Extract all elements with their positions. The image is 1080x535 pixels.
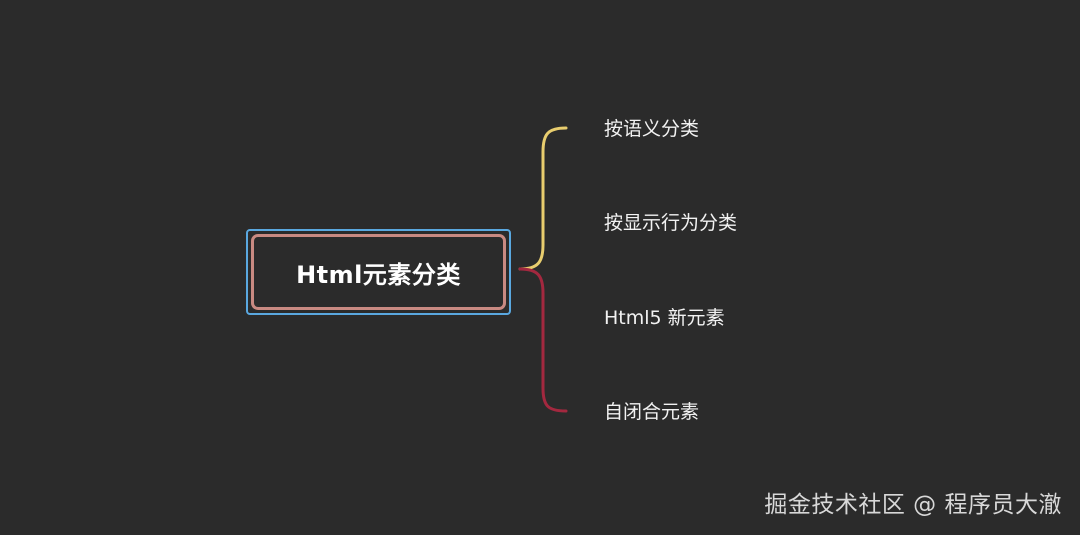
lower-brace-connector [518,267,568,413]
root-node[interactable]: Html元素分类 [251,234,506,310]
branch-node-self-closing[interactable]: 自闭合元素 [604,401,700,423]
upper-brace-connector [518,126,568,271]
branch-node-html5-new[interactable]: Html5 新元素 [604,307,725,329]
root-node-label: Html元素分类 [296,260,461,289]
branch-node-display-behavior[interactable]: 按显示行为分类 [604,212,738,234]
root-node-selection-outline[interactable] [246,229,511,315]
watermark: 掘金技术社区 @ 程序员大澈 [764,492,1062,518]
branch-node-semantic[interactable]: 按语义分类 [604,118,700,140]
